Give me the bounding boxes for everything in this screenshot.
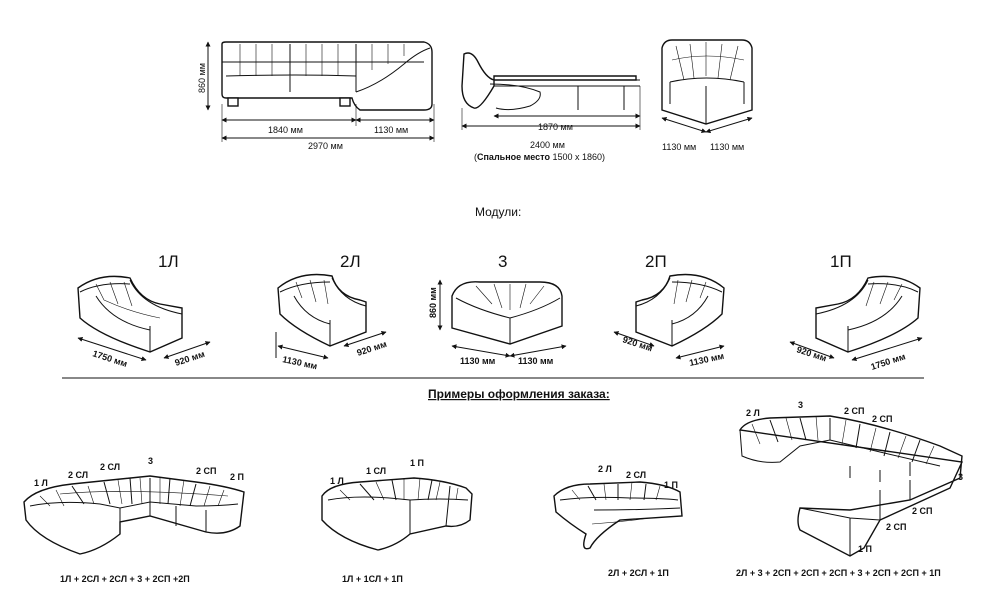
module-2p-code: 2П bbox=[645, 252, 667, 271]
width-1130-label: 1130 мм bbox=[374, 125, 408, 135]
ex1-label-3: 2 СЛ bbox=[100, 462, 120, 472]
corner-1130-right-label: 1130 мм bbox=[710, 142, 744, 152]
front-view-dimensions: 860 мм 1840 мм 1130 мм 2970 мм bbox=[197, 41, 435, 151]
example-4: 2 Л 3 2 СП 2 СП 3 2 СП 2 СП 1 П 2Л + 3 +… bbox=[736, 400, 964, 578]
width-2970-label: 2970 мм bbox=[308, 141, 343, 151]
length-2400-label: 2400 мм bbox=[530, 140, 565, 150]
example-3: 2 Л 2 СЛ 1 П 2Л + 2СЛ + 1П bbox=[553, 464, 683, 578]
ex3-formula: 2Л + 2СЛ + 1П bbox=[608, 568, 669, 578]
ex3-label-2: 2 СЛ bbox=[626, 470, 646, 480]
example-1: 1 Л 2 СЛ 2 СЛ 3 2 СП 2 П 1Л + 2СЛ + 2СЛ … bbox=[23, 456, 245, 584]
corner-1130-left-label: 1130 мм bbox=[662, 142, 696, 152]
module-1p-d2: 1750 мм bbox=[870, 351, 907, 372]
ex4-label-7: 2 СП bbox=[886, 522, 906, 532]
side-view-bed: 1870 мм 2400 мм (Спальное место 1500 x 1… bbox=[461, 52, 641, 162]
module-3-height: 860 мм bbox=[428, 287, 438, 318]
ex3-label-1: 2 Л bbox=[598, 464, 612, 474]
module-1p-code: 1П bbox=[830, 252, 852, 271]
module-1l: 1Л 1750 мм 920 мм bbox=[77, 252, 211, 369]
sleep-place-caption: (Спальное место 1500 x 1860) bbox=[474, 152, 605, 162]
ex2-label-3: 1 П bbox=[410, 458, 424, 468]
ex1-formula: 1Л + 2СЛ + 2СЛ + 3 + 2СП +2П bbox=[60, 574, 190, 584]
ex2-formula: 1Л + 1СЛ + 1П bbox=[342, 574, 403, 584]
ex1-label-1: 1 Л bbox=[34, 478, 48, 488]
ex4-label-5: 3 bbox=[958, 472, 963, 482]
length-1870-label: 1870 мм bbox=[538, 122, 573, 132]
ex4-label-3: 2 СП bbox=[844, 406, 864, 416]
module-1l-d2: 920 мм bbox=[174, 349, 207, 368]
ex2-label-1: 1 Л bbox=[330, 476, 344, 486]
module-2l-d2: 920 мм bbox=[356, 339, 389, 358]
module-3: 3 860 мм 1130 мм 1130 мм bbox=[428, 252, 567, 366]
corner-module-top: 1130 мм 1130 мм bbox=[661, 39, 753, 152]
ex1-label-6: 2 П bbox=[230, 472, 244, 482]
ex4-formula: 2Л + 3 + 2СП + 2СП + 2СП + 3 + 2СП + 2СП… bbox=[736, 568, 941, 578]
ex4-label-6: 2 СП bbox=[912, 506, 932, 516]
module-3-code: 3 bbox=[498, 252, 507, 271]
ex1-label-4: 3 bbox=[148, 456, 153, 466]
module-1l-code: 1Л bbox=[158, 252, 179, 271]
examples-heading: Примеры оформления заказа: bbox=[428, 387, 610, 401]
ex4-label-2: 3 bbox=[798, 400, 803, 410]
ex4-label-8: 1 П bbox=[858, 544, 872, 554]
module-1l-d1: 1750 мм bbox=[91, 348, 128, 369]
ex4-label-1: 2 Л bbox=[746, 408, 760, 418]
module-2p: 2П 920 мм 1130 мм bbox=[613, 252, 725, 368]
ex4-label-4: 2 СП bbox=[872, 414, 892, 424]
module-1p-d1: 920 мм bbox=[795, 344, 828, 363]
ex1-label-5: 2 СП bbox=[196, 466, 216, 476]
module-3-d1: 1130 мм bbox=[460, 356, 496, 366]
module-3-d2: 1130 мм bbox=[518, 356, 554, 366]
module-1p: 1П 920 мм 1750 мм bbox=[789, 252, 923, 372]
ex2-label-2: 1 СЛ bbox=[366, 466, 386, 476]
module-2l-d1: 1130 мм bbox=[282, 354, 319, 371]
front-view-sofa bbox=[221, 41, 433, 111]
height-860-label: 860 мм bbox=[197, 63, 207, 93]
ex3-label-3: 1 П bbox=[664, 480, 678, 490]
example-2: 1 Л 1 СЛ 1 П 1Л + 1СЛ + 1П bbox=[321, 458, 473, 584]
module-2l-code: 2Л bbox=[340, 252, 361, 271]
width-1840-label: 1840 мм bbox=[268, 125, 303, 135]
modules-heading: Модули: bbox=[475, 205, 521, 219]
ex1-label-2: 2 СЛ bbox=[68, 470, 88, 480]
module-2l: 2Л 1130 мм 920 мм bbox=[275, 252, 389, 371]
